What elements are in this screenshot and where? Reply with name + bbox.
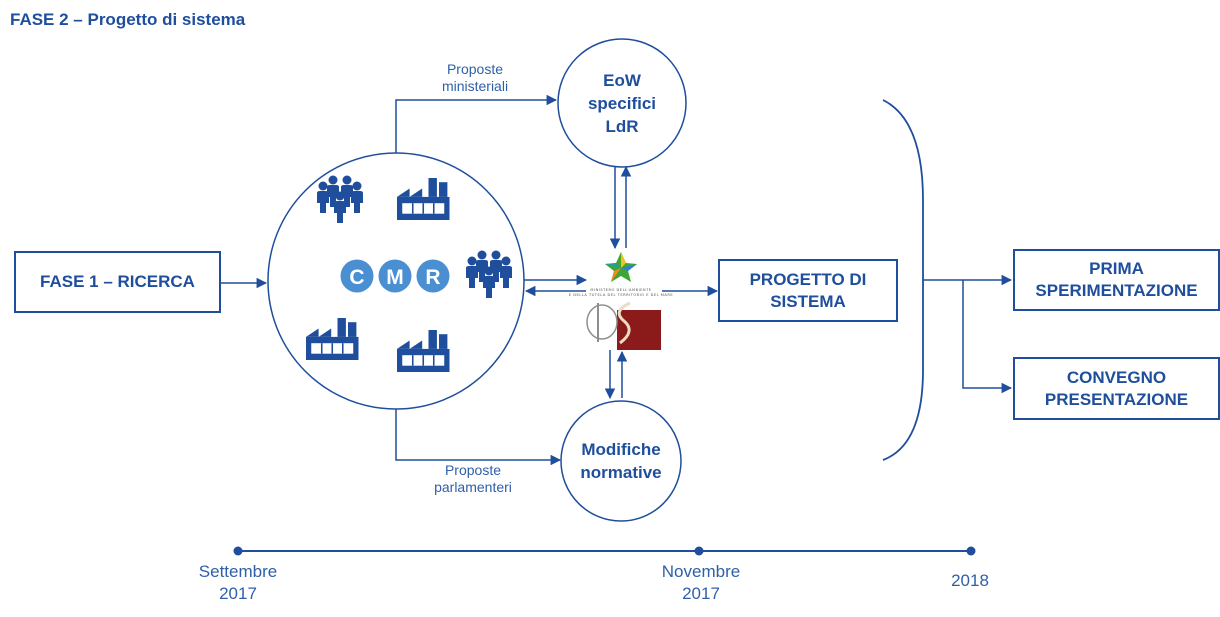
progetto-line-2: SISTEMA: [770, 291, 846, 311]
edge-label-line: ministeriali: [441, 78, 509, 94]
edge-label-line: Proposte: [444, 462, 502, 478]
page-title: FASE 2 – Progetto di sistema: [10, 10, 246, 29]
convegno-line-1: CONVEGNO: [1066, 367, 1167, 387]
ministry-name: MINISTERO DELL'AMBIENTE: [590, 288, 651, 292]
timeline-marker: [966, 546, 976, 556]
convegno-line-2: PRESENTAZIONE: [1044, 389, 1189, 409]
fase1-box: FASE 1 – RICERCA: [14, 251, 221, 313]
convegno-box: CONVEGNO PRESENTAZIONE: [1013, 357, 1220, 420]
modifiche-label: Modifiche normative: [563, 433, 679, 489]
connectors: [221, 94, 1013, 466]
prima-box: PRIMA SPERIMENTAZIONE: [1013, 249, 1220, 311]
edge-label-line: parlamenteri: [434, 479, 512, 495]
fase1-label: FASE 1 – RICERCA: [40, 272, 195, 291]
progetto-line-1: PROGETTO DI: [749, 269, 867, 289]
proposte-parlamenteri-label: Proposte parlamenteri: [418, 462, 528, 496]
timeline-label-line: 2018: [951, 571, 989, 590]
prima-line-2: SPERIMENTAZIONE: [1035, 281, 1198, 300]
cmr-letter-c: C: [349, 266, 364, 289]
timeline-label-line: 2017: [219, 584, 257, 603]
timeline: [233, 546, 976, 556]
cmr-logo: C M R: [340, 259, 450, 293]
timeline-label-2018: 2018: [930, 570, 1010, 592]
eow-line-1: EoW: [603, 70, 641, 90]
timeline-marker: [233, 546, 243, 556]
modifiche-line-1: Modifiche: [581, 440, 661, 459]
cmr-letter-r: R: [425, 266, 440, 289]
modifiche-circle: [560, 400, 682, 522]
prima-line-1: PRIMA: [1089, 259, 1144, 278]
timeline-marker: [694, 546, 704, 556]
eow-line-3: LdR: [605, 116, 639, 136]
eow-circle: [557, 38, 687, 168]
cmr-letter-m: M: [386, 266, 404, 289]
proposte-ministeriali-label: Proposte ministeriali: [420, 61, 530, 95]
ministry-subname: E DELLA TUTELA DEL TERRITORIO E DEL MARE: [569, 293, 674, 297]
timeline-label-novembre: Novembre 2017: [641, 561, 761, 605]
ministry-star-logo: [605, 252, 637, 282]
edge-label-line: Proposte: [446, 61, 504, 77]
progetto-box: PROGETTO DI SISTEMA: [718, 259, 898, 322]
timeline-label-line: 2017: [682, 584, 720, 603]
modifiche-line-2: normative: [580, 463, 662, 482]
timeline-label-settembre: Settembre 2017: [178, 561, 298, 605]
timeline-label-line: Settembre: [198, 562, 278, 581]
senate-logo: [586, 301, 661, 350]
eow-label: EoW specifici LdR: [562, 62, 682, 144]
eow-line-2: specifici: [587, 93, 657, 113]
timeline-label-line: Novembre: [661, 562, 741, 581]
